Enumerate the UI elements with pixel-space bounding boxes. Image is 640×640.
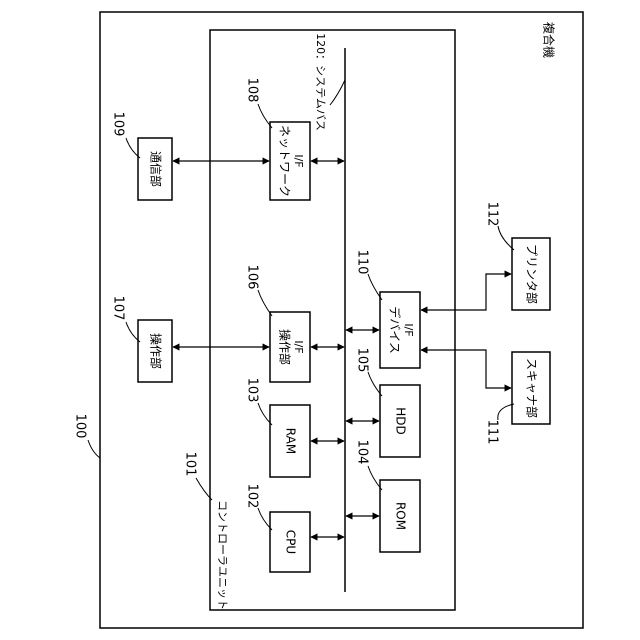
ref-111: 111 [485,420,500,445]
op-if-label-1: 操作部 [278,329,293,365]
net-if-label-2: I/F [292,154,305,167]
devif-scanner-link [421,350,511,388]
op-if-label-2: I/F [292,340,305,353]
ref-102: 102 [245,484,260,509]
ref-105: 105 [355,348,370,373]
comm-unit-block: 通信部 [138,138,172,200]
scanner-label: スキャナ部 [525,358,540,418]
dev-if-block: デバイス I/F [380,292,420,368]
ref-107: 107 [111,296,126,321]
ref-100-leader [88,440,100,458]
ref-103: 103 [245,378,260,403]
rom-label: ROM [394,502,408,530]
cpu-label: CPU [284,530,298,554]
dev-if-label-2: I/F [402,323,415,336]
net-if-label-1: ネットワーク [278,125,292,197]
device-title: 複合機 [542,22,557,58]
ref-106: 106 [245,265,260,290]
ram-label: RAM [284,428,298,454]
ref-110-leader [368,274,382,300]
devif-printer-link [421,274,511,310]
ram-block: RAM [270,405,310,477]
cpu-block: CPU [270,512,310,572]
bus-connectors [173,161,511,537]
ref-106-leader [258,290,272,316]
bus-leader [330,80,345,105]
hdd-label: HDD [394,407,408,435]
hdd-block: HDD [380,385,420,457]
rom-block: ROM [380,480,420,552]
ref-100: 100 [73,414,88,439]
ref-109: 109 [111,112,126,137]
op-unit-block: 操作部 [138,320,172,382]
dev-if-label-1: デバイス [388,306,403,354]
ref-108: 108 [245,78,260,103]
ref-110: 110 [355,250,370,275]
comm-unit-label: 通信部 [149,151,164,187]
op-unit-label: 操作部 [149,333,164,369]
scanner-block: スキャナ部 [512,352,550,424]
ref-101: 101 [183,452,198,477]
net-if-block: ネットワーク I/F [270,122,310,200]
bus-label: 120：システムバス [314,33,327,131]
controller-label: コントローラユニット [216,500,229,610]
printer-block: プリンタ部 [512,238,550,310]
ref-104: 104 [355,440,370,465]
printer-label: プリンタ部 [525,244,540,304]
op-if-block: 操作部 I/F [270,312,310,382]
ref-112: 112 [485,202,500,227]
